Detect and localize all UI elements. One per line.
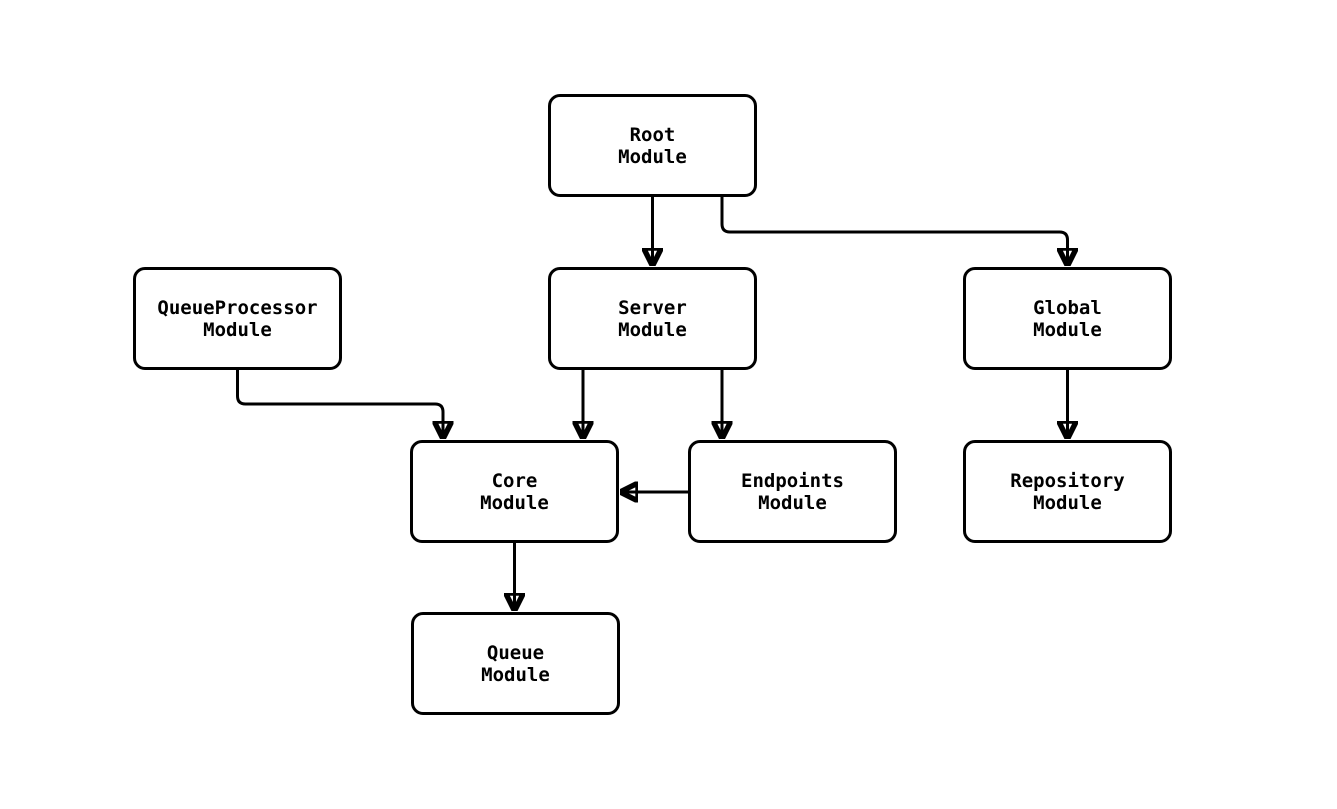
node-core-module: Core Module <box>410 440 619 543</box>
node-repository-module: Repository Module <box>963 440 1172 543</box>
node-root-module: Root Module <box>548 94 757 197</box>
edge-queueprocessor-to-core <box>236 370 444 439</box>
edge-root-to-global <box>720 197 1068 266</box>
node-queueprocessor-module: QueueProcessor Module <box>133 267 342 370</box>
node-global-module: Global Module <box>963 267 1172 370</box>
node-server-module: Server Module <box>548 267 757 370</box>
node-endpoints-module: Endpoints Module <box>688 440 897 543</box>
node-queue-module: Queue Module <box>411 612 620 715</box>
